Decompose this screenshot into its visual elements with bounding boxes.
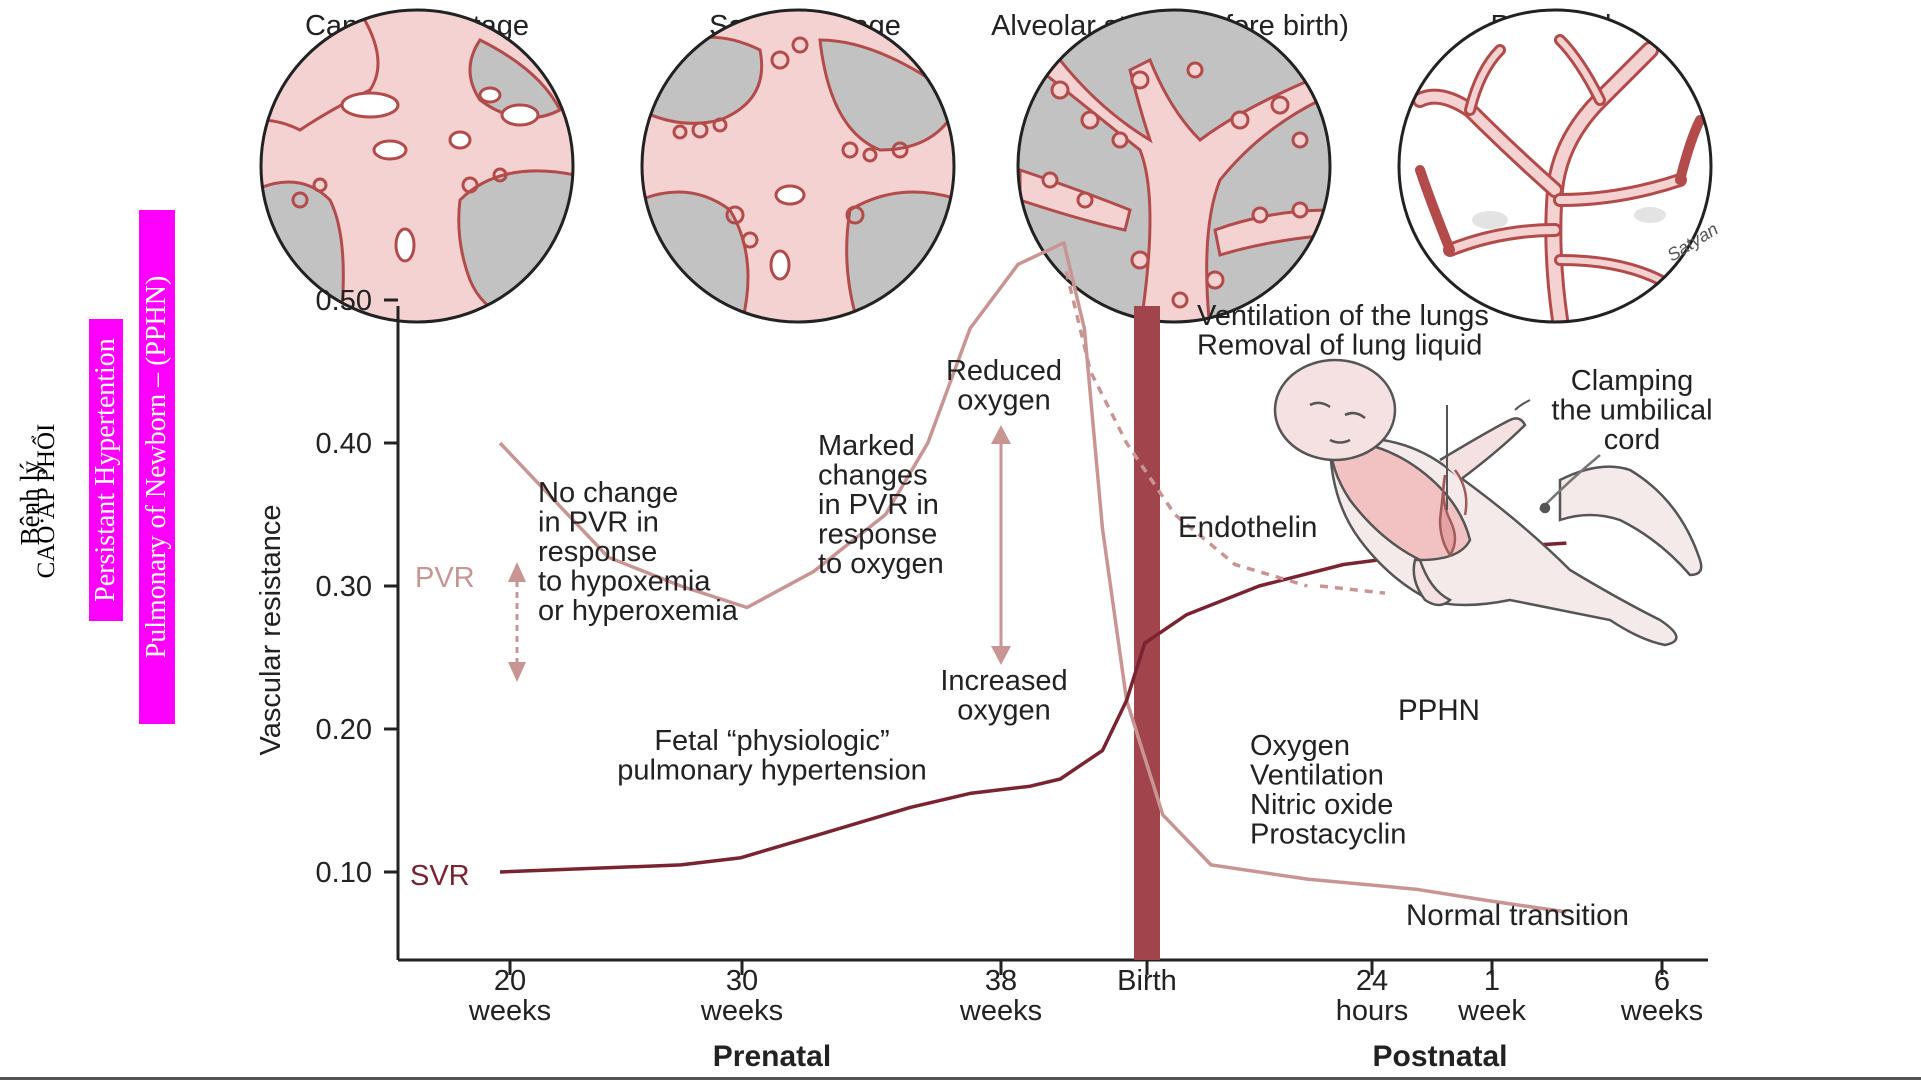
x-tick-label: 6 (1654, 965, 1670, 997)
x-tick-label: 30 (726, 965, 758, 997)
no-change-label-line4: to hypoxemia (538, 566, 711, 598)
clamping-leader-line (1514, 399, 1531, 411)
no-change-label-line5: or hyperoxemia (538, 595, 739, 627)
increased-oxygen-label-line1: Increased (940, 665, 1067, 697)
x-tick-label: 24 (1356, 965, 1388, 997)
increased-oxygen-label-line2: oxygen (957, 695, 1051, 727)
clamping-label-line3: cord (1604, 424, 1660, 456)
pvr-series-label: PVR (415, 562, 475, 594)
y-tick-label: 0.50 (316, 285, 372, 317)
no-change-label-line3: response (538, 536, 657, 568)
lung-saccular-icon (640, 8, 956, 324)
marked-changes-label-line3: in PVR in (818, 489, 939, 521)
factors-label-line3: Nitric oxide (1250, 789, 1393, 821)
endothelin-label: Endothelin (1178, 511, 1317, 544)
pvr-range-arrow-down (508, 662, 526, 682)
pphn-label: PPHN (1398, 694, 1480, 727)
x-tick-sublabel: weeks (959, 995, 1042, 1027)
oxygen-arrow-up (991, 425, 1011, 444)
series-line-svr (499, 541, 1567, 874)
y-tick-label: 0.40 (316, 428, 372, 460)
pphn-dashed-line (1064, 270, 1308, 588)
x-tick-label: 20 (494, 965, 526, 997)
clamping-label-line2: the umbilical (1551, 395, 1712, 427)
factors-label-line2: Ventilation (1250, 760, 1384, 792)
factors-label-line1: Oxygen (1250, 730, 1350, 762)
no-change-label-line1: No change (538, 477, 678, 509)
clamping-label-line1: Clamping (1571, 365, 1694, 397)
factors-label-line4: Prostacyclin (1250, 819, 1406, 851)
marked-changes-label-line1: Marked (818, 430, 915, 462)
x-tick-sublabel: weeks (468, 995, 551, 1027)
marked-changes-label-line2: changes (818, 460, 928, 492)
y-tick-label: 0.30 (316, 571, 372, 603)
pphn-dashed-extension (1319, 584, 1386, 595)
bottom-rule (0, 1077, 1921, 1080)
x-group-postnatal: Postnatal (1372, 1040, 1507, 1073)
birth-bar (1134, 306, 1160, 960)
reduced-oxygen-label-line2: oxygen (957, 385, 1051, 417)
fetal-label-line2: pulmonary hypertension (617, 755, 927, 787)
x-tick-sublabel: hours (1336, 995, 1409, 1027)
y-tick-label: 0.20 (316, 714, 372, 746)
x-tick-sublabel: week (1457, 995, 1526, 1027)
no-change-label-line2: in PVR in (538, 507, 659, 539)
oxygen-arrow-down (991, 646, 1011, 665)
fetal-label-line1: Fetal “physiologic” (654, 725, 889, 757)
y-ticks: 0.10 0.20 0.30 0.40 0.50 (316, 285, 398, 889)
marked-changes-label-line4: response (818, 519, 937, 551)
svr-series-label: SVR (410, 860, 470, 892)
reduced-oxygen-label-line1: Reduced (946, 355, 1062, 387)
ventilation-label-line2: Removal of lung liquid (1197, 330, 1482, 362)
x-tick-sublabel: weeks (700, 995, 783, 1027)
ventilation-label-line1: Ventilation of the lungs (1197, 300, 1489, 332)
marked-changes-label-line5: to oxygen (818, 548, 944, 580)
newborn-baby-icon (1273, 358, 1703, 647)
x-tick-label: 38 (985, 965, 1017, 997)
x-tick-label: Birth (1117, 965, 1177, 997)
pvr-range-arrow-up (508, 562, 526, 582)
normal-transition-label: Normal transition (1406, 899, 1629, 932)
y-axis-label: Vascular resistance (255, 505, 287, 756)
lung-alveolar-icon (1016, 8, 1332, 324)
y-tick-label: 0.10 (316, 857, 372, 889)
lung-canalicular-icon (259, 8, 575, 324)
chart-axes (396, 306, 1708, 962)
lung-postnatal-icon (1397, 8, 1713, 324)
series-line-pvr (498, 241, 1567, 914)
x-tick-label: 1 (1484, 965, 1500, 997)
x-group-prenatal: Prenatal (713, 1040, 831, 1073)
x-tick-sublabel: weeks (1620, 995, 1703, 1027)
series-layer (498, 241, 1567, 914)
